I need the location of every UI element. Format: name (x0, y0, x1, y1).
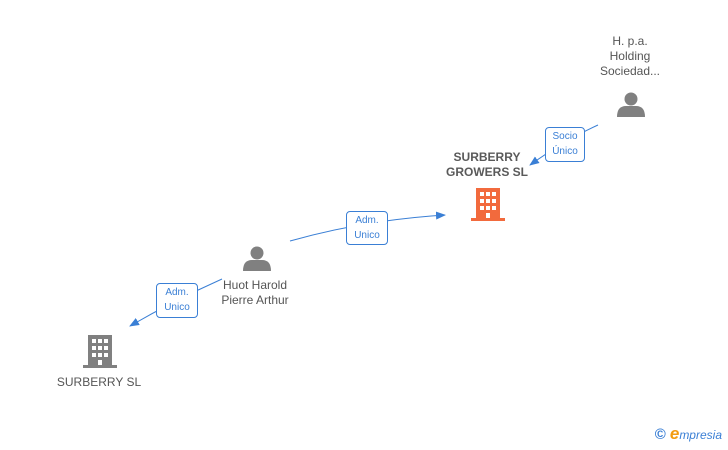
edge-label-adm-unico: Adm. Unico (156, 283, 198, 318)
edge-label-adm-unico: Adm. Unico (346, 211, 388, 245)
building-icon[interactable] (471, 188, 505, 221)
copyright-icon: © (654, 425, 666, 443)
node-label-hpa[interactable]: H. p.a. Holding Sociedad... (599, 34, 661, 78)
node-label-surberry-growers[interactable]: SURBERRY GROWERS SL (445, 150, 528, 179)
node-label-surberry[interactable]: SURBERRY SL (56, 375, 142, 389)
empresia-watermark: © empresia (655, 424, 722, 444)
person-icon[interactable] (617, 92, 645, 118)
empresia-logo: empresia (669, 424, 722, 443)
building-icon[interactable] (83, 335, 117, 368)
person-icon[interactable] (243, 246, 271, 272)
edge-label-socio-unico: Socio Único (545, 127, 585, 162)
node-label-huot[interactable]: Huot Harold Pierre Arthur (221, 278, 289, 307)
